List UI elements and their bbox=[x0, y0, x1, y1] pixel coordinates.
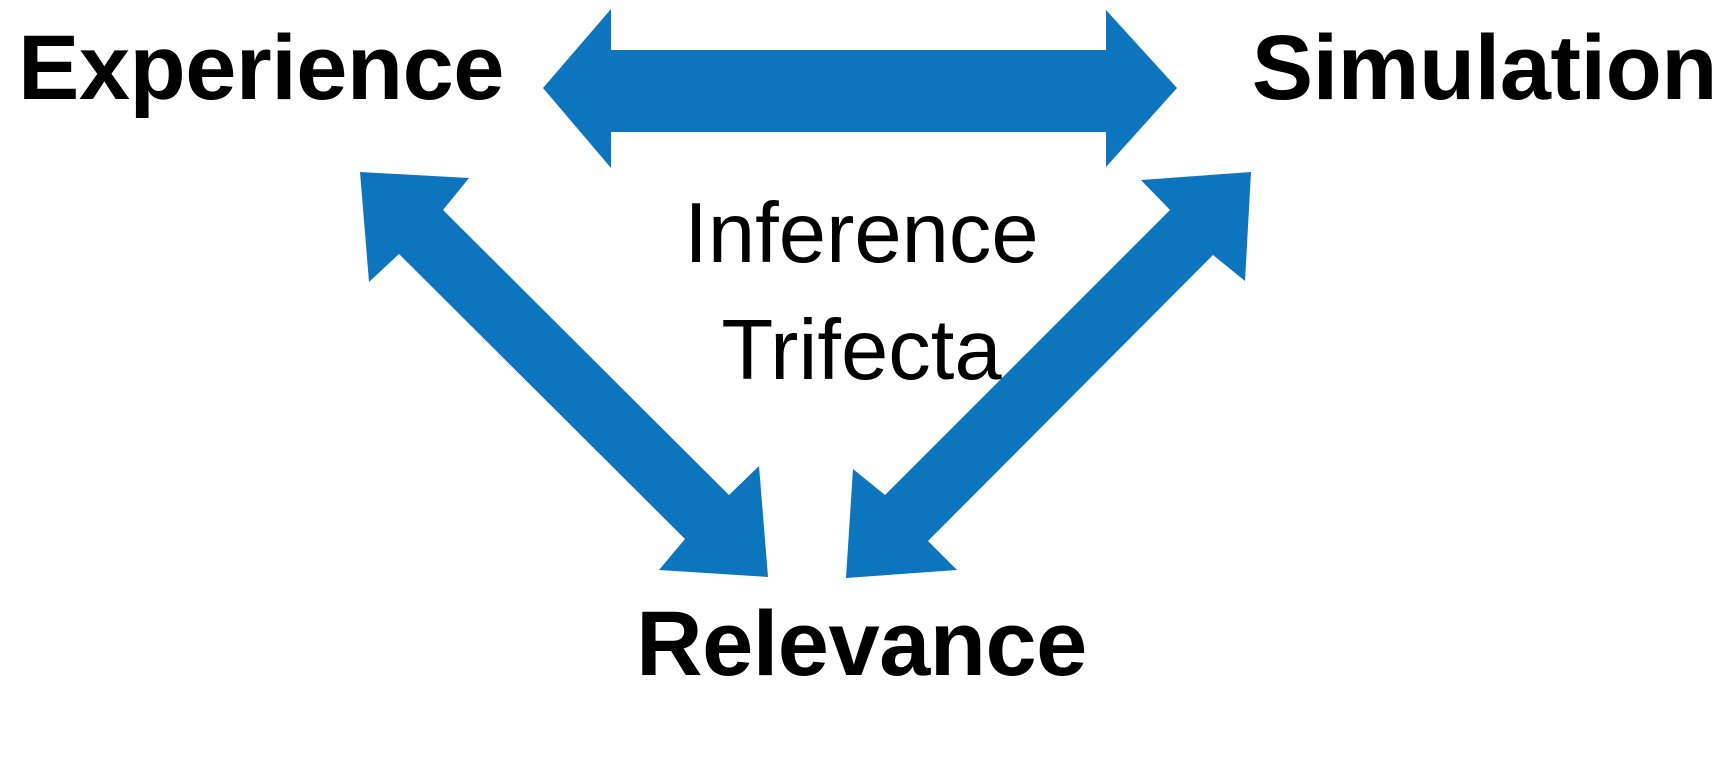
arrow-experience-relevance[interactable] bbox=[360, 172, 768, 577]
node-label-relevance: Relevance bbox=[636, 593, 1087, 695]
arrow-simulation-relevance[interactable] bbox=[846, 172, 1251, 578]
node-label-experience: Experience bbox=[18, 17, 504, 119]
arrow-experience-simulation[interactable] bbox=[543, 9, 1177, 168]
center-caption: Inference Trifecta bbox=[0, 175, 1723, 410]
center-caption-line-1: Inference bbox=[684, 186, 1039, 281]
node-label-simulation: Simulation bbox=[1251, 17, 1718, 119]
center-caption-line-2: Trifecta bbox=[721, 303, 1002, 399]
